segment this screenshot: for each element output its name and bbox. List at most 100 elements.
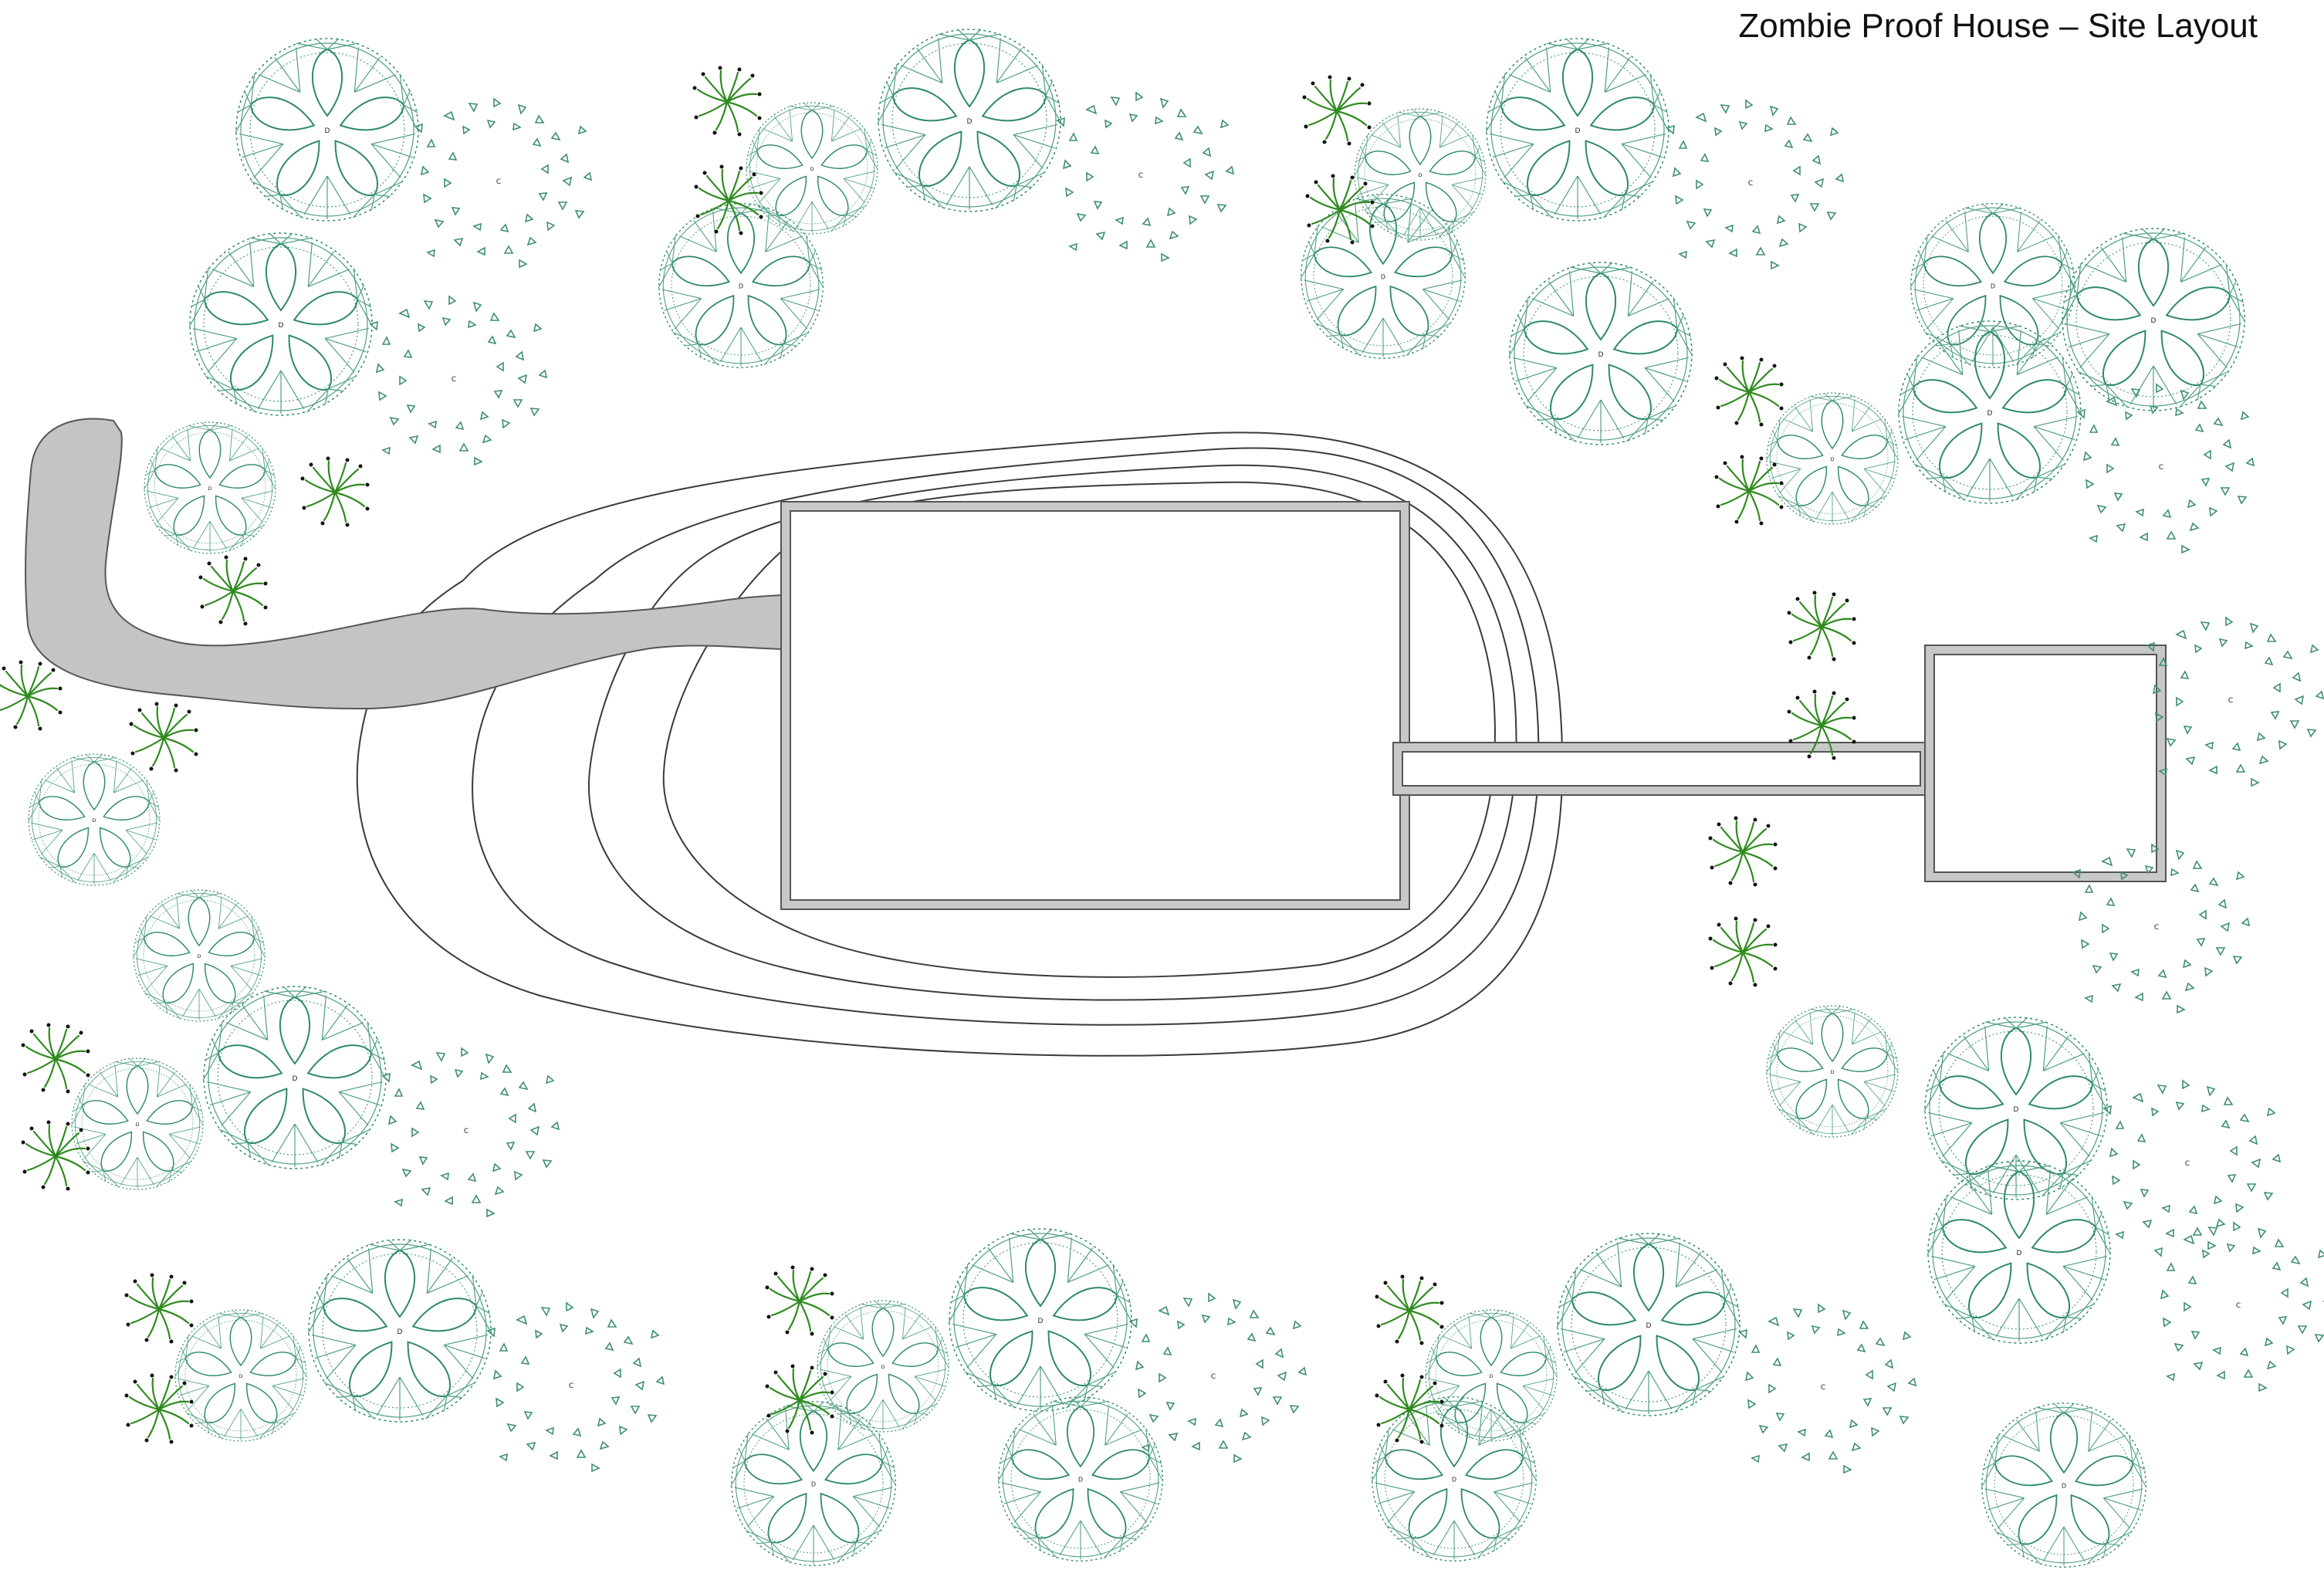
fern-icon (1304, 173, 1375, 245)
fern-icon (123, 1372, 195, 1445)
fern-icon (1707, 815, 1778, 888)
svg-text:D: D (93, 817, 96, 824)
trees: D D D D D D D D D D D D D D D D D D D D … (24, 29, 2251, 1568)
tree-icon: D (726, 1400, 902, 1567)
fern-icon (1786, 590, 1857, 662)
fern-icon (1713, 355, 1784, 428)
tree-icon: D (1551, 1233, 1746, 1417)
svg-text:D: D (739, 283, 743, 290)
tree-icon: D (1504, 262, 1698, 446)
tree-icon: D (1919, 1017, 2113, 1201)
svg-text:D: D (1452, 1476, 1456, 1484)
tree-icon: D (1762, 1005, 1903, 1139)
svg-text:D: D (1991, 283, 1995, 290)
tree-icon: D (184, 232, 378, 417)
shrub-icon: C (382, 1047, 560, 1217)
tree-icon: D (1350, 108, 1490, 242)
tree-icon: D (1480, 38, 1675, 222)
svg-text:D: D (1419, 172, 1422, 178)
svg-text:C: C (464, 1128, 469, 1135)
fern-icon (1374, 1372, 1445, 1445)
tree-icon: D (1976, 1402, 2152, 1568)
tree-icon: D (742, 102, 882, 235)
svg-text:D: D (198, 953, 201, 959)
svg-text:D: D (811, 1480, 816, 1488)
svg-text:C: C (2236, 1302, 2241, 1310)
tree-icon: D (993, 1396, 1169, 1562)
tree-icon: D (303, 1239, 497, 1423)
tree-icon: D (1295, 193, 1471, 360)
svg-text:C: C (2185, 1160, 2190, 1168)
svg-text:D: D (1575, 127, 1581, 135)
svg-text:D: D (239, 1373, 243, 1379)
tree-icon: D (1893, 320, 2087, 505)
tree-icon: D (1922, 1160, 2116, 1345)
svg-text:C: C (2154, 924, 2159, 932)
connecting-walkway (1392, 742, 1930, 796)
svg-text:D: D (1831, 1069, 1835, 1075)
tree-icon: D (67, 1057, 208, 1191)
fern-icon (764, 1363, 835, 1436)
svg-text:C: C (2159, 464, 2163, 472)
tree-icon: D (171, 1309, 311, 1443)
fern-icon (123, 1272, 195, 1345)
shrub-icon: C (370, 296, 547, 465)
svg-text:D: D (967, 118, 973, 126)
shrub-icon: C (2146, 617, 2324, 787)
contour-line-3 (587, 464, 1517, 1001)
tree-icon: D (943, 1228, 1138, 1413)
fern-icon (1374, 1274, 1445, 1346)
svg-text:D: D (1987, 410, 1993, 418)
fern-icon (128, 701, 199, 773)
shrub-icon: C (1129, 1293, 1307, 1463)
fern-icon (299, 455, 370, 528)
svg-text:C: C (1748, 180, 1753, 188)
tree-icon: D (24, 753, 164, 887)
fern-icon (20, 1022, 91, 1095)
svg-text:D: D (810, 166, 814, 172)
shrub-icon: C (414, 98, 592, 268)
tree-icon: D (1762, 392, 1903, 526)
fern-icon (764, 1264, 835, 1337)
shrub-icon: C (1739, 1304, 1916, 1474)
fern-icon (1707, 915, 1778, 988)
svg-text:D: D (279, 322, 284, 330)
tree-icon: D (140, 421, 280, 555)
tree-icon: D (1905, 202, 2081, 369)
contour-line-inner (662, 481, 1496, 978)
svg-text:D: D (2062, 1482, 2066, 1490)
svg-text:D: D (1598, 351, 1604, 359)
fern-icon (1301, 74, 1372, 147)
shrub-icon: C (1666, 100, 1844, 269)
outbuilding (1924, 645, 2167, 882)
tree-icon: D (198, 986, 392, 1170)
fern-icon (198, 554, 269, 627)
fern-icon (693, 164, 764, 236)
svg-text:C: C (2228, 697, 2233, 705)
svg-text:D: D (325, 127, 330, 135)
svg-text:D: D (2151, 317, 2157, 325)
svg-text:D: D (1038, 1318, 1044, 1325)
tree-icon: D (1366, 1396, 1542, 1562)
fern-icon (692, 65, 763, 137)
contour-line-2 (472, 447, 1540, 1026)
main-house (780, 501, 1410, 910)
svg-text:C: C (1138, 172, 1143, 180)
tree-icon: D (2056, 228, 2251, 412)
svg-text:D: D (1490, 1373, 1494, 1379)
svg-text:D: D (397, 1328, 403, 1336)
shrub-icon: C (2103, 1080, 2281, 1250)
tree-icon: D (1421, 1309, 1561, 1443)
svg-text:D: D (1078, 1476, 1083, 1484)
shrub-icon: C (487, 1302, 665, 1472)
tree-icon: D (872, 29, 1067, 213)
tree-icon: D (230, 38, 425, 222)
shrub-icon: C (2077, 384, 2255, 553)
svg-text:C: C (569, 1382, 573, 1390)
svg-text:C: C (1821, 1384, 1825, 1392)
svg-text:D: D (1381, 273, 1385, 281)
svg-text:D: D (293, 1075, 298, 1083)
svg-text:D: D (2017, 1250, 2022, 1257)
shrub-icon: C (2154, 1222, 2324, 1392)
